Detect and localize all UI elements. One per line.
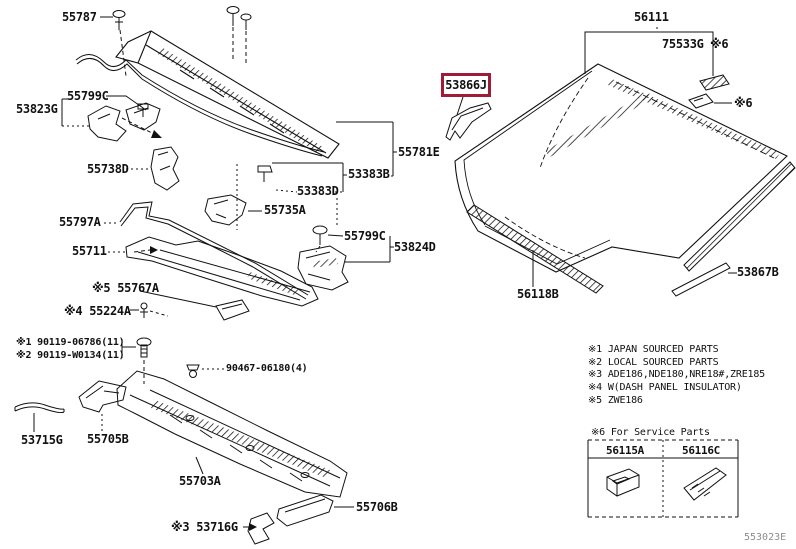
note-5: ※5 ZWE186 bbox=[588, 394, 643, 406]
cowl-panel-subassembly bbox=[108, 236, 319, 321]
part-label-55738D[interactable]: 55738D bbox=[87, 162, 129, 176]
hood-seal-rod bbox=[75, 54, 325, 157]
part-label-90467-06180[interactable]: 90467-06180(4) bbox=[226, 363, 308, 374]
part-label-55797A[interactable]: 55797A bbox=[59, 215, 101, 229]
part-label-53716G[interactable]: ※3 53716G bbox=[171, 520, 238, 534]
windshield-mouldings bbox=[466, 74, 796, 297]
part-label-55767A[interactable]: ※5 55767A bbox=[92, 281, 159, 295]
part-label-55711[interactable]: 55711 bbox=[72, 244, 107, 258]
note-4: ※4 W(DASH PANEL INSULATOR) bbox=[588, 382, 742, 394]
marker-6-top: ※6 bbox=[710, 37, 729, 51]
fasteners-lower bbox=[121, 337, 224, 384]
highlighted-part-label-53866J[interactable]: 53866J bbox=[441, 73, 491, 97]
note-1: ※1 JAPAN SOURCED PARTS bbox=[588, 344, 719, 355]
notes-block: ※1 JAPAN SOURCED PARTS ※2 LOCAL SOURCED … bbox=[588, 344, 765, 408]
lower-seal-and-53824D bbox=[104, 198, 394, 300]
note-2: ※2 LOCAL SOURCED PARTS bbox=[588, 356, 719, 368]
clip-53383-brackets bbox=[204, 121, 397, 230]
part-label-55799C-upper[interactable]: 55799C bbox=[67, 89, 109, 103]
cowl-side-garnish-53866J bbox=[445, 96, 492, 141]
windshield-leader-lines bbox=[584, 27, 714, 76]
part-label-53824D[interactable]: 53824D bbox=[394, 240, 436, 254]
diagram-code: 553023E bbox=[744, 532, 787, 543]
part-label-55735A[interactable]: 55735A bbox=[264, 203, 306, 217]
part-label-53383B[interactable]: 53383B bbox=[348, 167, 390, 181]
part-label-53866J-text: 53866J bbox=[445, 78, 487, 92]
part-label-90119-06786[interactable]: ※1 90119-06786(11) bbox=[16, 337, 125, 348]
part-label-55703A[interactable]: 55703A bbox=[179, 474, 221, 488]
note-3: ※3 ADE186,NDE180,NRE18#,ZRE185 bbox=[588, 369, 765, 381]
part-label-53383D[interactable]: 53383D bbox=[297, 184, 339, 198]
service-parts-table-grid bbox=[587, 439, 739, 518]
cowl-side-brackets bbox=[61, 95, 180, 191]
part-label-55706B[interactable]: 55706B bbox=[356, 500, 398, 514]
part-label-53715G[interactable]: 53715G bbox=[21, 433, 63, 447]
part-label-55781E[interactable]: 55781E bbox=[398, 145, 440, 159]
table-header-56116C[interactable]: 56116C bbox=[682, 444, 720, 457]
part-label-53867B[interactable]: 53867B bbox=[737, 265, 779, 279]
part-label-55224A[interactable]: ※4 55224A bbox=[64, 304, 131, 318]
dash-panel-group bbox=[14, 370, 354, 545]
part-label-55799C-lower[interactable]: 55799C bbox=[344, 229, 386, 243]
marker-6-right: ※6 bbox=[734, 96, 753, 110]
part-label-90119-W0134[interactable]: ※2 90119-W0134(11) bbox=[16, 350, 125, 361]
part-label-55705B[interactable]: 55705B bbox=[87, 432, 129, 446]
top-fasteners bbox=[100, 6, 252, 77]
part-label-75533G[interactable]: 75533G bbox=[662, 37, 704, 51]
service-parts-title: ※6 For Service Parts bbox=[591, 427, 710, 438]
part-label-56118B[interactable]: 56118B bbox=[517, 287, 559, 301]
table-header-56115A[interactable]: 56115A bbox=[606, 444, 644, 457]
part-label-55787[interactable]: 55787 bbox=[62, 10, 97, 24]
part-label-53823G[interactable]: 53823G bbox=[16, 102, 58, 116]
cowl-louver-panel bbox=[115, 30, 340, 159]
part-label-56111[interactable]: 56111 bbox=[634, 10, 669, 24]
